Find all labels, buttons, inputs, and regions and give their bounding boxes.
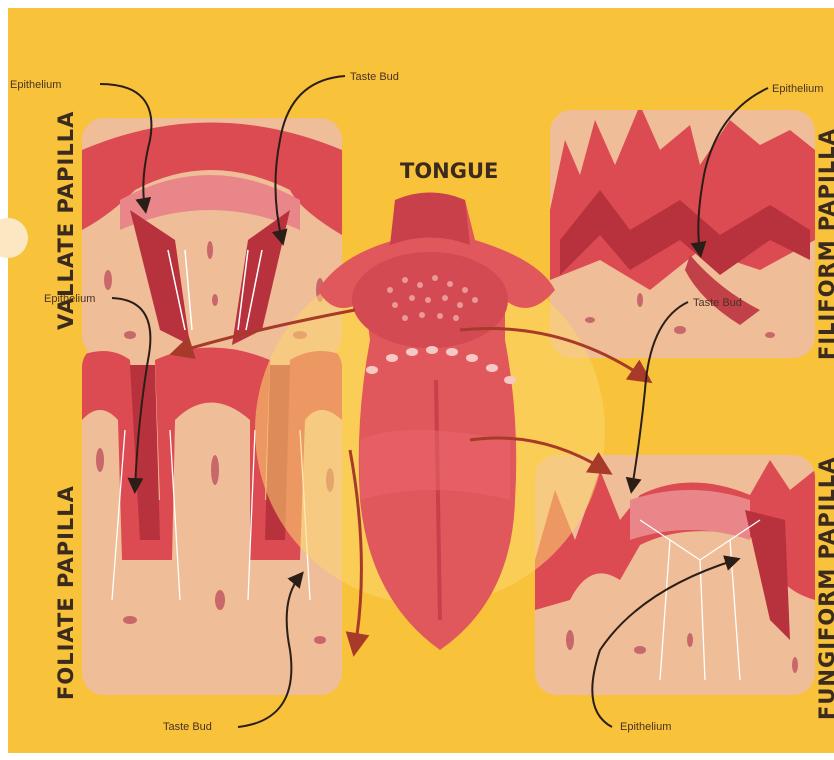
- fungiform-taste-bud-label: Taste Bud: [693, 297, 742, 309]
- vallate-epithelium-label: Epithelium: [10, 79, 61, 91]
- fungiform-epithelium-label: Epithelium: [620, 721, 671, 733]
- fungiform-title: FUNGIFORM PAPILLA: [815, 456, 834, 720]
- filiform-title: FILIFORM PAPILLA: [815, 128, 834, 360]
- filiform-panel: [550, 105, 815, 358]
- filiform-epithelium-label: Epithelium: [772, 83, 823, 95]
- foliate-epithelium-label: Epithelium: [44, 293, 95, 305]
- vallate-taste-bud-label: Taste Bud: [350, 71, 399, 83]
- foliate-taste-bud-label: Taste Bud: [163, 721, 212, 733]
- diagram-title: TONGUE: [400, 159, 498, 183]
- foliate-title: FOLIATE PAPILLA: [54, 485, 78, 700]
